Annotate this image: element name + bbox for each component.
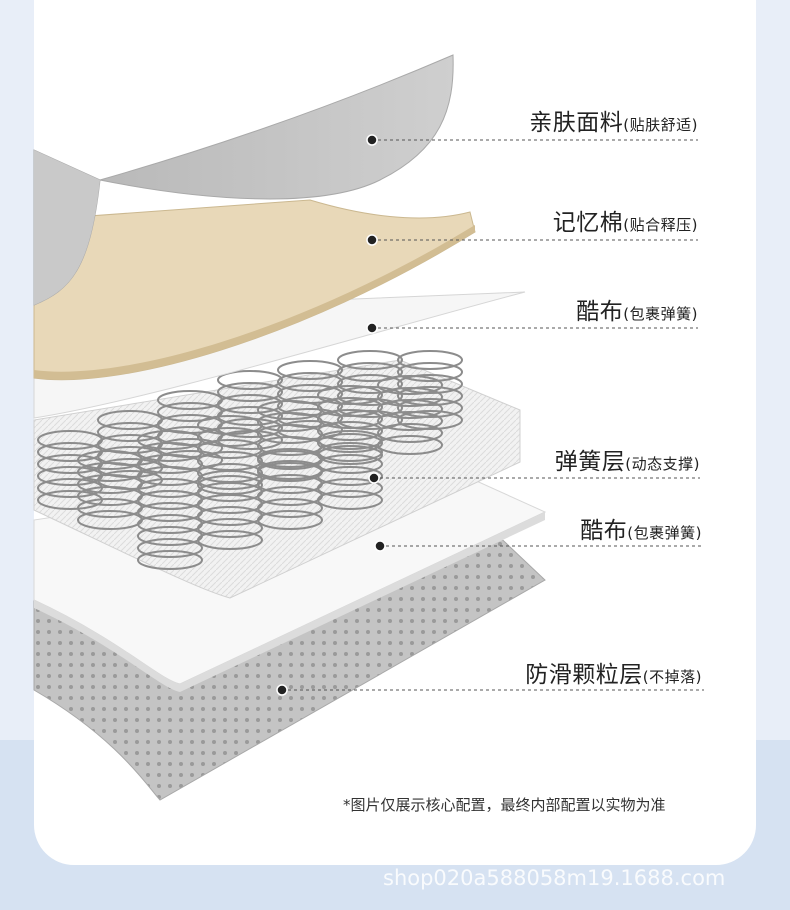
- layer-name: 酷布: [576, 299, 623, 325]
- layer-name: 记忆棉: [553, 210, 624, 236]
- layer-name: 防滑颗粒层: [525, 662, 643, 688]
- footnote: *图片仅展示核心配置，最终内部配置以实物为准: [343, 794, 666, 815]
- layer-note: (贴合释压): [623, 216, 698, 234]
- layer-label-memory-foam: 记忆棉(贴合释压): [553, 203, 698, 237]
- layer-label-lower-cloth: 酷布(包裹弹簧): [580, 511, 702, 545]
- layer-name: 亲肤面料: [529, 110, 623, 136]
- layer-note: (不掉落): [643, 668, 702, 686]
- layer-note: (贴肤舒适): [623, 116, 698, 134]
- layer-name: 弹簧层: [555, 449, 626, 475]
- watermark: shop020a588058m19.1688.com: [383, 866, 725, 890]
- layer-label-skin-fabric: 亲肤面料(贴肤舒适): [529, 103, 698, 137]
- layer-label-antislip: 防滑颗粒层(不掉落): [525, 655, 702, 689]
- layer-note: (动态支撑): [625, 455, 700, 473]
- layer-label-spring: 弹簧层(动态支撑): [555, 442, 700, 476]
- layer-name: 酷布: [580, 518, 627, 544]
- layer-label-upper-cloth: 酷布(包裹弹簧): [576, 292, 698, 326]
- layer-note: (包裹弹簧): [627, 524, 702, 542]
- layer-note: (包裹弹簧): [623, 305, 698, 323]
